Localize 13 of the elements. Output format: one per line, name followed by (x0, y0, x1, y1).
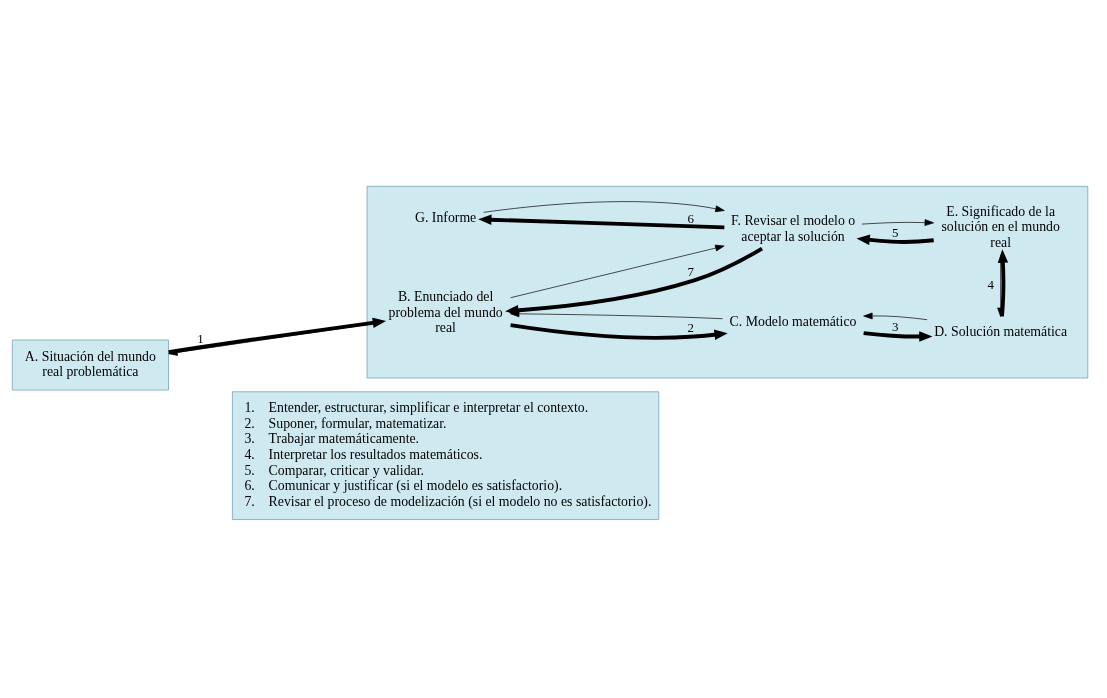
node-text: D. Solución matemática (934, 323, 1068, 339)
node-text: E. Significado de la solución en el mundo real (941, 203, 1060, 250)
node-text: F. Revisar el modelo o aceptar la solución (730, 212, 856, 244)
edge-label: 2 (687, 319, 694, 335)
edge-label: 3 (892, 318, 899, 334)
node-text: C. Modelo matemático (729, 313, 857, 329)
edge-label: 4 (987, 276, 994, 292)
node-text: G. Informe (414, 209, 477, 225)
edge-label: 7 (687, 263, 694, 279)
edge-label: 1 (197, 330, 204, 346)
edge-label: 5 (892, 224, 899, 240)
node-text: B. Enunciado del problema del mundo real (388, 288, 503, 335)
edge-label: 6 (687, 210, 694, 226)
